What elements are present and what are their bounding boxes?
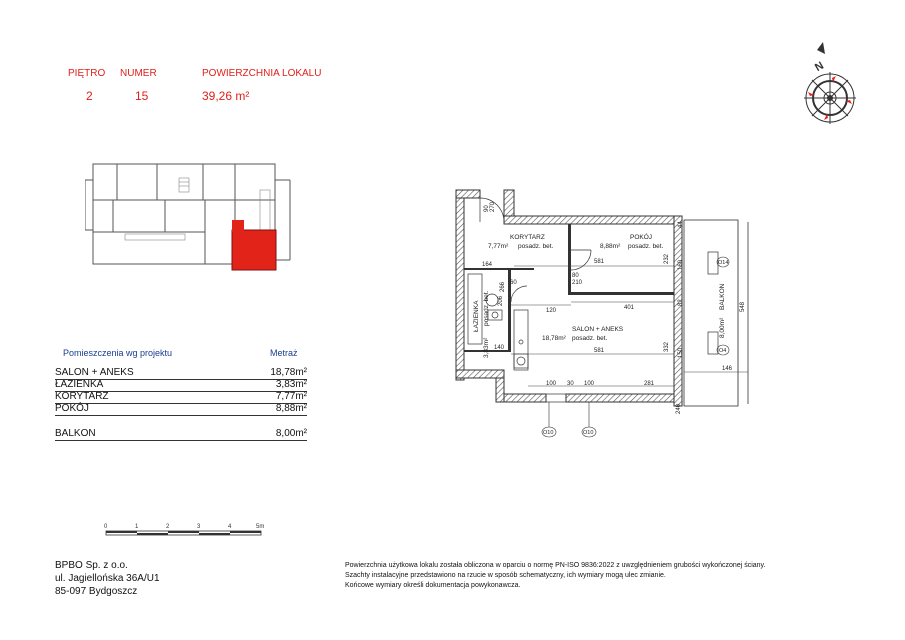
- dim-label: 120: [546, 308, 557, 314]
- scale-tick: 0: [104, 524, 108, 530]
- area-label: POWIERZCHNIA LOKALU: [202, 68, 322, 79]
- scale-tick: 3: [197, 524, 201, 530]
- dim-label: 240: [676, 403, 682, 414]
- dim-label: 581: [594, 348, 605, 354]
- company-city: 85-097 Bydgoszcz: [55, 586, 138, 597]
- lazienka-area: 3,83m²: [483, 337, 490, 358]
- salon-area: 18,78m²: [542, 335, 567, 342]
- floor-value: 2: [86, 89, 93, 103]
- number-label: NUMER: [120, 68, 157, 79]
- compass-north-label: N: [813, 60, 826, 74]
- window-callout: O4: [719, 348, 726, 354]
- korytarz-area: 7,77m²: [488, 243, 509, 250]
- dim-label: 140: [494, 345, 505, 351]
- room-name: KORYTARZ: [55, 391, 109, 402]
- dim-label: 80: [572, 273, 579, 279]
- compass-icon: N: [804, 42, 856, 124]
- room-area: 8,88m²: [275, 403, 307, 414]
- scale-bar: 0 1 2 3 4 5m: [104, 524, 264, 536]
- company-name: BPBO Sp. z o.o.: [55, 560, 128, 571]
- dim-label: 281: [644, 381, 655, 387]
- scale-tick: 1: [135, 524, 139, 530]
- room-row: POKÓJ 8,88m²: [55, 403, 307, 416]
- korytarz-name: KORYTARZ: [510, 234, 545, 241]
- window-callout: O10: [583, 430, 593, 436]
- dim-label: 30: [567, 381, 574, 387]
- room-row: KORYTARZ 7,77m²: [55, 391, 307, 404]
- dim-label: 210: [572, 280, 583, 286]
- dim-label: 100: [546, 381, 557, 387]
- dim-label: 44: [678, 221, 684, 228]
- area-value: 39,26 m²: [202, 89, 250, 103]
- pokoj-area: 8,88m²: [600, 243, 621, 250]
- dim-label: 401: [624, 305, 635, 311]
- dim-label: 82: [678, 299, 684, 306]
- dim-label: 206: [498, 295, 504, 306]
- dim-label: 90: [484, 205, 490, 212]
- salon-name: SALON + ANEKS: [572, 326, 624, 333]
- window-callout: O10: [543, 430, 553, 436]
- company-street: ul. Jagiellońska 36A/U1: [55, 573, 160, 584]
- note-line: Końcowe wymiary określi dokumentacja pow…: [345, 582, 521, 589]
- balkon-area: 8,00m²: [719, 317, 726, 338]
- floor-label: PIĘTRO: [68, 68, 106, 79]
- balcony-name: BALKON: [55, 428, 96, 439]
- dim-label: 232: [664, 253, 670, 264]
- balkon-name: BALKON: [719, 283, 726, 310]
- lazienka-floor: posadz. bet.: [483, 290, 490, 326]
- pokoj-floor: posadz. bet.: [628, 243, 664, 250]
- balcony-area: 8,00m²: [275, 428, 307, 439]
- room-name: SALON + ANEKS: [55, 367, 134, 378]
- balcony-row: BALKON 8,00m²: [55, 428, 307, 441]
- room-area: 7,77m²: [275, 391, 307, 402]
- rooms-table-area-title: Metraż: [270, 348, 298, 358]
- selected-unit: [231, 229, 277, 271]
- room-area: 3,83m²: [275, 379, 307, 390]
- dim-label: 266: [500, 281, 506, 292]
- dim-label: 150: [678, 347, 684, 358]
- dim-label: 60: [510, 280, 517, 286]
- dim-label: 160: [678, 259, 684, 270]
- dim-label: 548: [740, 301, 746, 312]
- korytarz-floor: posadz. bet.: [518, 243, 554, 250]
- dim-label: 146: [722, 366, 733, 372]
- rooms-table-title: Pomieszczenia wg projektu: [63, 348, 173, 358]
- dim-label: 164: [482, 262, 493, 268]
- floor-plan: KORYTARZ 7,77m² posadz. bet. POKÓJ 8,88m…: [455, 189, 749, 438]
- scale-tick: 5m: [256, 524, 264, 530]
- room-name: POKÓJ: [55, 403, 89, 414]
- pokoj-name: POKÓJ: [630, 232, 652, 241]
- lazienka-name: ŁAZIENKA: [473, 300, 480, 332]
- dim-label: 581: [594, 259, 605, 265]
- note-line: Powierzchnia użytkowa lokalu została obl…: [345, 562, 766, 569]
- room-row: ŁAZIENKA 3,83m²: [55, 379, 307, 392]
- dim-label: 332: [664, 341, 670, 352]
- salon-floor: posadz. bet.: [572, 335, 608, 342]
- note-line: Szachty instalacyjne przedstawiono na rz…: [345, 572, 666, 579]
- key-plan: [85, 163, 291, 271]
- scale-tick: 2: [166, 524, 170, 530]
- number-value: 15: [135, 89, 149, 103]
- room-row: SALON + ANEKS 18,78m²: [55, 367, 307, 380]
- dim-label: 270: [490, 201, 496, 212]
- scale-tick: 4: [228, 524, 232, 530]
- room-area: 18,78m²: [270, 367, 307, 378]
- room-name: ŁAZIENKA: [55, 379, 104, 390]
- window-callout: O14: [718, 260, 728, 266]
- dim-label: 100: [584, 381, 595, 387]
